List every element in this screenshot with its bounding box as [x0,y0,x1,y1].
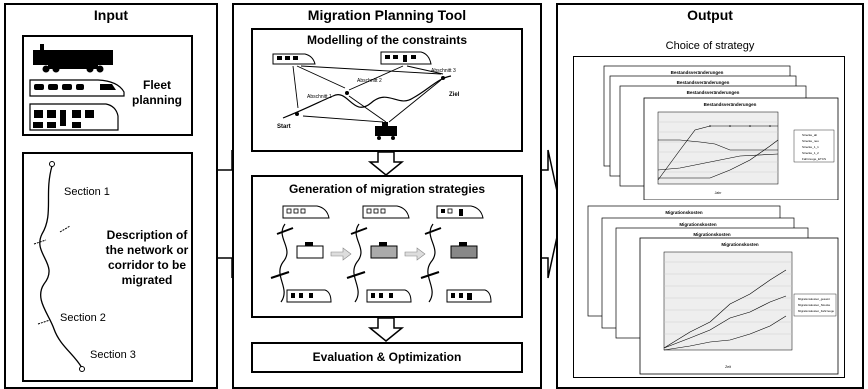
section-1-label: Section 1 [64,186,110,198]
chart-top-title-3: Bestandsveränderungen [687,90,740,95]
bottom-legend-1: Migrationskosten_gesamt [798,297,830,301]
chart-bottom-title-1: Migrationskosten [665,210,703,215]
down-arrow-1 [367,152,405,176]
generation-title: Generation of migration strategies [288,182,486,196]
constraints-network-illustration: Abschnitt 1 Abschnitt 2 Abschnitt 3 Star… [272,51,460,140]
fleet-trains-illustration [29,44,125,131]
stacked-charts-bottom: Migrationskosten Migrationskosten Migrat… [587,205,839,375]
migration-strategies-illustration [270,205,492,303]
locomotive-icon [33,44,113,73]
chart-sheet-top-4: Bestandsveränderungen Jahr Strecke_alt S… [643,97,839,200]
output-title: Output [687,7,733,23]
top-legend-5: Fahrzeuge_ETCS [802,157,826,161]
strategy-column-1 [270,205,332,303]
map-label-abs1: Abschnitt 1 [307,94,332,100]
bottom-legend-3: Migrationskosten_Fahrzeuge [798,309,835,313]
bottom-legend-2: Migrationskosten_Strecke [798,303,831,307]
top-legend-3: Strecke_1_1 [802,145,819,149]
chart-bottom-title-4: Migrationskosten [721,242,759,247]
network-box [22,152,193,382]
map-label-abs3: Abschnitt 3 [431,68,456,74]
network-desc-line4: migrated [121,273,173,287]
top-legend-2: Strecke_neu [802,139,819,143]
input-title: Input [93,7,129,23]
network-desc-line1: Description of [106,228,188,242]
highspeed-train-icon [29,79,125,97]
map-label-ziel: Ziel [449,92,460,98]
chart-top-title-4: Bestandsveränderungen [704,102,757,107]
down-arrow-2 [367,318,405,342]
section-3-label: Section 3 [90,349,136,361]
top-legend-4: Strecke_1_2 [802,151,819,155]
map-label-start: Start [277,124,291,130]
output-subtitle: Choice of strategy [665,40,755,52]
chart-top-title-2: Bestandsveränderungen [677,80,730,85]
train-icon-left [272,53,316,65]
fleet-label-line1: Fleet [143,78,172,92]
top-chart-xlabel: Jahr [715,191,723,195]
chart-bottom-title-2: Migrationskosten [679,222,717,227]
top-legend-1: Strecke_alt [802,133,817,137]
chart-sheet-bottom-4: Migrationskosten Zeit Migrationskosten_g… [639,237,839,375]
section-2-label: Section 2 [60,312,106,324]
evaluation-box [251,342,523,373]
network-desc-line2: the network or [105,243,189,257]
chart-bottom-title-3: Migrationskosten [693,232,731,237]
loco-icon-bottom [375,122,397,140]
strategy-column-3 [420,205,492,303]
stacked-charts-top: Bestandsveränderungen Bestandsveränderun… [603,65,839,200]
chart-top-title-1: Bestandsveränderungen [671,70,724,75]
evaluation-title: Evaluation & Optimization [312,350,462,364]
regional-train-icon [29,103,119,131]
tool-title: Migration Planning Tool [307,7,467,23]
strategy-column-2 [346,205,412,303]
network-description: Description of the network or corridor t… [104,228,190,288]
fleet-label-line2: planning [132,93,182,107]
corridor-line [33,161,85,372]
train-icon-right [380,51,432,65]
bottom-chart-xlabel: Zeit [725,365,731,369]
map-label-abs2: Abschnitt 2 [357,78,382,84]
network-desc-line3: corridor to be [107,258,186,272]
modelling-title: Modelling of the constraints [306,33,467,47]
